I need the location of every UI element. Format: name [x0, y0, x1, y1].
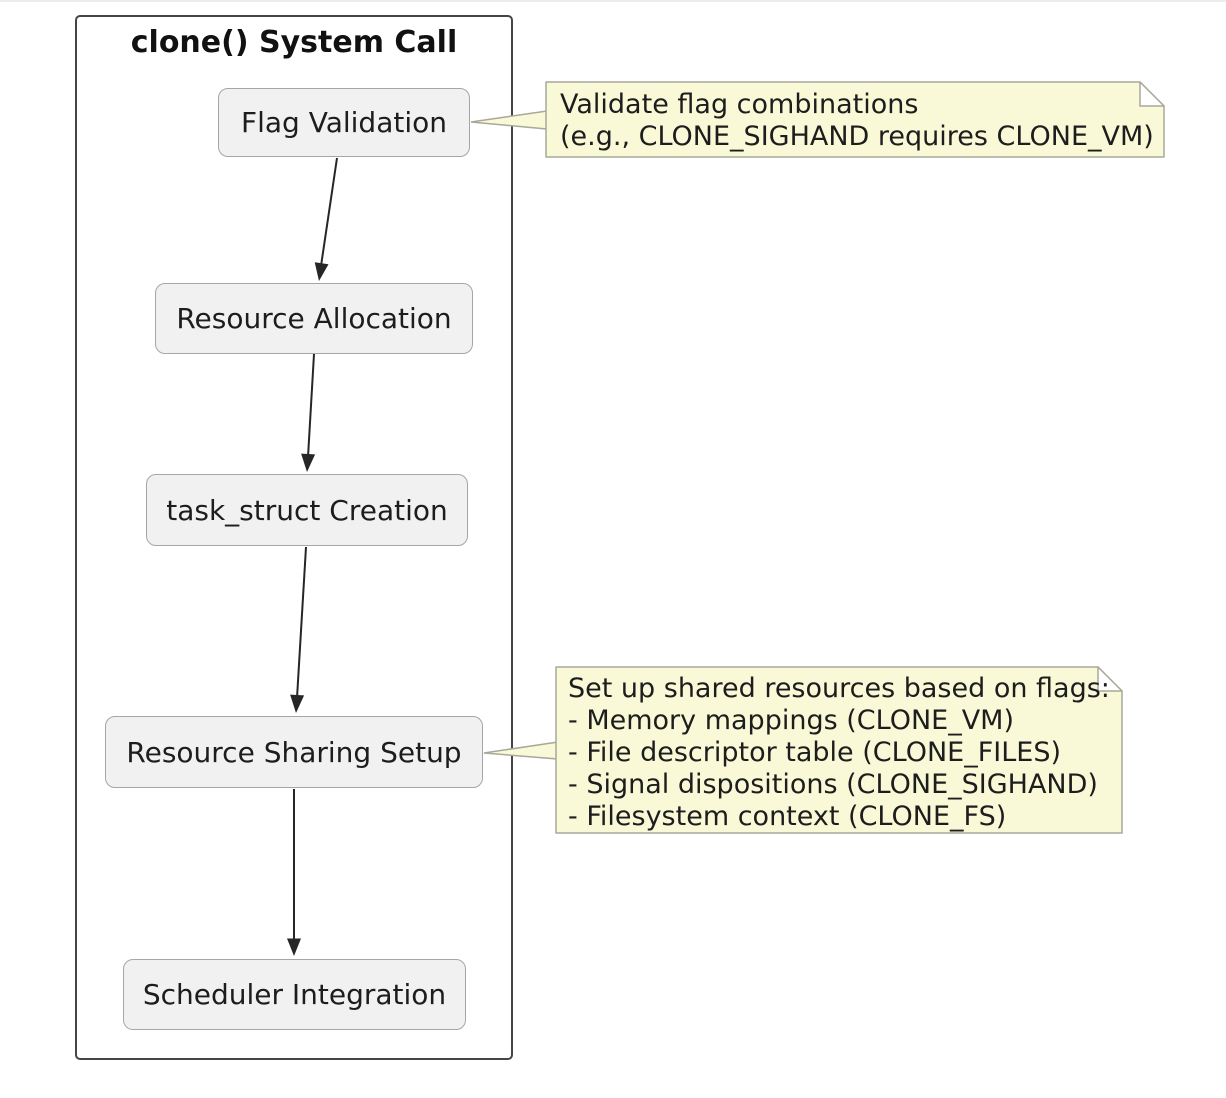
node-scheduler-integration: Scheduler Integration: [123, 959, 466, 1030]
node-resource-allocation-label: Resource Allocation: [176, 302, 452, 335]
node-flag-validation-label: Flag Validation: [241, 106, 447, 139]
node-resource-allocation: Resource Allocation: [155, 283, 473, 354]
node-resource-sharing-setup: Resource Sharing Setup: [105, 716, 483, 788]
node-task-struct-creation-label: task_struct Creation: [166, 493, 448, 527]
note-resource-sharing-text: Set up shared resources based on flags: …: [568, 673, 1110, 832]
node-flag-validation: Flag Validation: [218, 88, 470, 157]
node-task-struct-creation: task_struct Creation: [146, 474, 468, 546]
node-resource-sharing-setup-label: Resource Sharing Setup: [126, 735, 462, 769]
node-scheduler-integration-label: Scheduler Integration: [142, 978, 447, 1011]
diagram-title: clone() System Call: [130, 25, 458, 60]
note-flag-validation-text: Validate flag combinations (e.g., CLONE_…: [560, 89, 1154, 152]
top-edge-artifact: [0, 0, 1226, 2]
